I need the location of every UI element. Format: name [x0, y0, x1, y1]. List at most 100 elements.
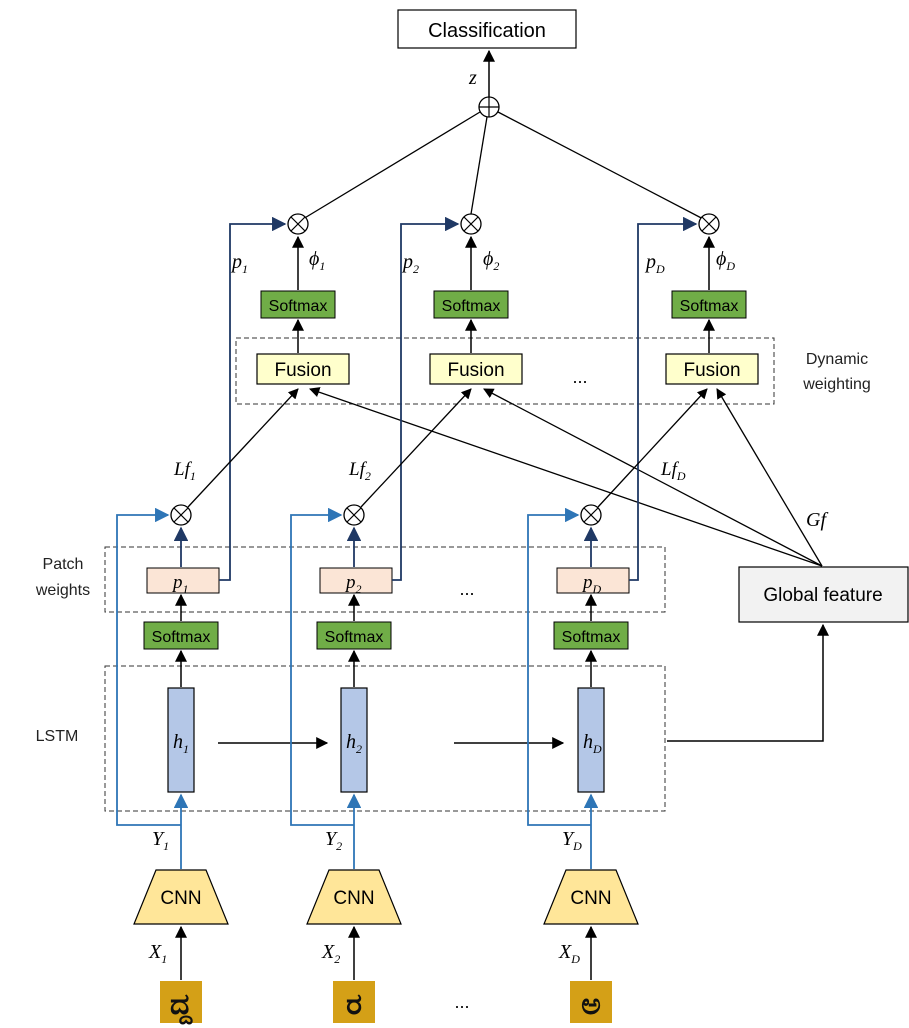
- patch-ellipsis: ...: [459, 579, 474, 599]
- cnn-label: CNN: [570, 888, 611, 909]
- fusion-block: Fusion: [429, 353, 523, 385]
- patch-multiply-operator: [170, 504, 192, 526]
- cnn-block: CNN: [133, 869, 229, 925]
- dynamic-label-line2: weighting: [802, 376, 871, 393]
- lstm-label: LSTM: [36, 728, 79, 745]
- local-feature-label: Lf1: [173, 459, 196, 483]
- classification-block: Classification: [397, 9, 577, 49]
- cnn-label: CNN: [160, 888, 201, 909]
- lstm-hidden-label: hD: [583, 731, 602, 756]
- softmax-dynamic-block: Softmax: [260, 290, 336, 319]
- classification-label: Classification: [428, 20, 546, 42]
- p-skip-label: p1: [230, 251, 248, 276]
- input-patch-glyph: ದ್ದ: [170, 988, 194, 1025]
- y-feature-label: Y1: [152, 828, 169, 853]
- softmax-label: Softmax: [269, 298, 328, 315]
- p-skip-connection: [392, 216, 460, 581]
- lf-to-fusion-arrow: [360, 388, 472, 508]
- global-feature-block: Global feature: [738, 566, 909, 623]
- cnn-block: CNN: [543, 869, 639, 925]
- merge-line-d: [497, 111, 710, 223]
- merge-line-1: [297, 111, 481, 223]
- x-input-label: X1: [148, 941, 167, 966]
- softmax-dynamic-block: Softmax: [671, 290, 747, 319]
- global-feature-var: Gf: [806, 509, 828, 531]
- softmax-label: Softmax: [442, 298, 501, 315]
- lstm-hidden-label: h1: [173, 731, 189, 756]
- dynamic-multiply-operator: [460, 213, 482, 235]
- patch-label-line1: Patch: [43, 556, 84, 573]
- phi-weight-label: ϕ1: [309, 248, 325, 273]
- softmax-patch-block: Softmax: [553, 621, 629, 650]
- y-skip-connection: [527, 507, 591, 826]
- softmax-patch-block: Softmax: [143, 621, 219, 650]
- dynamic-multiply-operator: [287, 213, 309, 235]
- p-skip-connection: [219, 216, 287, 581]
- patch-weight-label: pD: [581, 572, 602, 596]
- y-feature-label: Y2: [325, 828, 342, 853]
- lstm-cell: h2: [340, 687, 368, 793]
- fusion-label: Fusion: [274, 360, 331, 381]
- gf-to-fusion-d: [716, 388, 823, 567]
- patch-weights-group: [104, 546, 666, 613]
- column-1: ದ್ದX1CNNY1h1Softmaxp1Lf1FusionSoftmaxϕ1p…: [116, 213, 350, 1025]
- gf-to-fusion-2: [483, 388, 823, 567]
- patch-weight-label: p2: [344, 572, 362, 596]
- dynamic-label-line1: Dynamic: [806, 351, 868, 368]
- gf-to-fusion-1: [309, 387, 823, 567]
- patch-weight-block: p2: [319, 567, 393, 596]
- input-patch-glyph: ರ: [346, 988, 362, 1021]
- phi-weight-label: ϕ2: [483, 248, 499, 273]
- dynamic-multiply-operator: [698, 213, 720, 235]
- softmax-label: Softmax: [680, 298, 739, 315]
- dynamic-ellipsis: ...: [572, 367, 587, 387]
- lstm-hidden-label: h2: [346, 731, 362, 756]
- patch-multiply-operator: [343, 504, 365, 526]
- lf-to-fusion-arrow: [597, 388, 708, 508]
- fusion-block: Fusion: [256, 353, 350, 385]
- softmax-dynamic-block: Softmax: [433, 290, 509, 319]
- input-patch-glyph: ಅ: [581, 988, 601, 1021]
- y-skip-connection: [290, 507, 354, 826]
- patch-multiply-operator: [580, 504, 602, 526]
- output-var-label: z: [468, 67, 477, 89]
- sum-operator: [478, 96, 500, 118]
- lstm-cell: hD: [577, 687, 605, 793]
- input-patch-image: ಅ: [570, 981, 612, 1023]
- cnn-label: CNN: [333, 888, 374, 909]
- y-skip-connection: [116, 507, 181, 826]
- fusion-label: Fusion: [447, 360, 504, 381]
- softmax-patch-block: Softmax: [316, 621, 392, 650]
- x-input-label: XD: [558, 941, 580, 966]
- patch-weight-label: p1: [171, 572, 189, 596]
- p-skip-connection: [629, 216, 698, 581]
- phi-weight-label: ϕD: [716, 248, 735, 273]
- y-feature-label: YD: [562, 828, 582, 853]
- local-feature-label: Lf2: [348, 459, 371, 483]
- cnn-block: CNN: [306, 869, 402, 925]
- patch-label-line2: weights: [35, 582, 90, 599]
- merge-line-2: [470, 116, 488, 215]
- lstm-group: [104, 665, 666, 812]
- input-patch-image: ರ: [333, 981, 375, 1023]
- fusion-block: Fusion: [665, 353, 759, 385]
- lf-to-fusion-arrow: [187, 388, 299, 508]
- p-skip-label: pD: [644, 251, 665, 276]
- image-ellipsis: ...: [454, 992, 469, 1012]
- softmax-label: Softmax: [562, 629, 621, 646]
- softmax-label: Softmax: [325, 629, 384, 646]
- lstm-cell: h1: [167, 687, 195, 793]
- input-patch-image: ದ್ದ: [160, 981, 202, 1025]
- patch-weight-block: pD: [556, 567, 630, 596]
- dynamic-weighting-group: [235, 337, 775, 405]
- x-input-label: X2: [321, 941, 340, 966]
- global-feature-label: Global feature: [763, 585, 882, 606]
- p-skip-label: p2: [401, 251, 419, 276]
- patch-weight-block: p1: [146, 567, 220, 596]
- fusion-label: Fusion: [683, 360, 740, 381]
- local-feature-label: LfD: [660, 459, 686, 483]
- softmax-label: Softmax: [152, 629, 211, 646]
